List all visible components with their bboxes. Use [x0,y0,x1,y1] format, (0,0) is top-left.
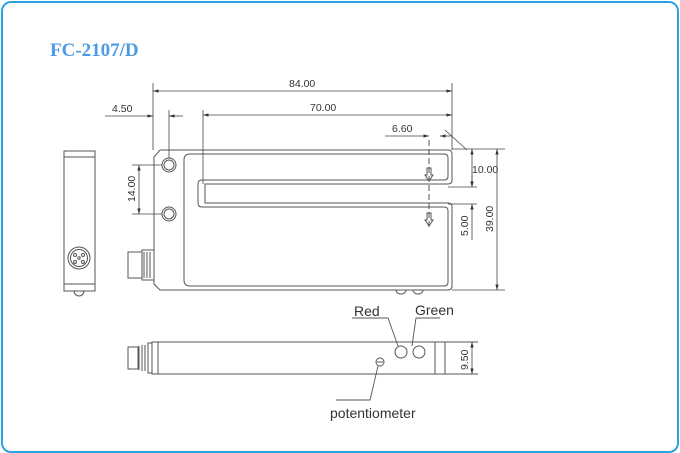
red-led-label: Red [354,303,380,319]
dim-beam-offset: 6.60 [392,123,413,135]
dim-slot-depth: 70.00 [310,102,336,114]
model-title: FC-2107/D [50,40,139,61]
bottom-view [127,317,478,401]
dim-mount-offset: 4.50 [112,103,133,115]
dim-thickness: 9.50 [459,349,471,370]
green-led-label: Green [415,302,454,318]
potentiometer-label: potentiometer [330,405,416,421]
dim-slot-width: 5.00 [459,215,471,236]
dim-overall-length: 84.00 [289,78,315,90]
dim-hole-spacing: 14.00 [126,176,138,202]
dim-upper-arm: 10.00 [472,164,498,176]
dimension-lines [105,83,505,291]
dim-overall-height: 39.00 [484,206,496,232]
front-view [127,140,453,295]
side-view [63,150,96,297]
